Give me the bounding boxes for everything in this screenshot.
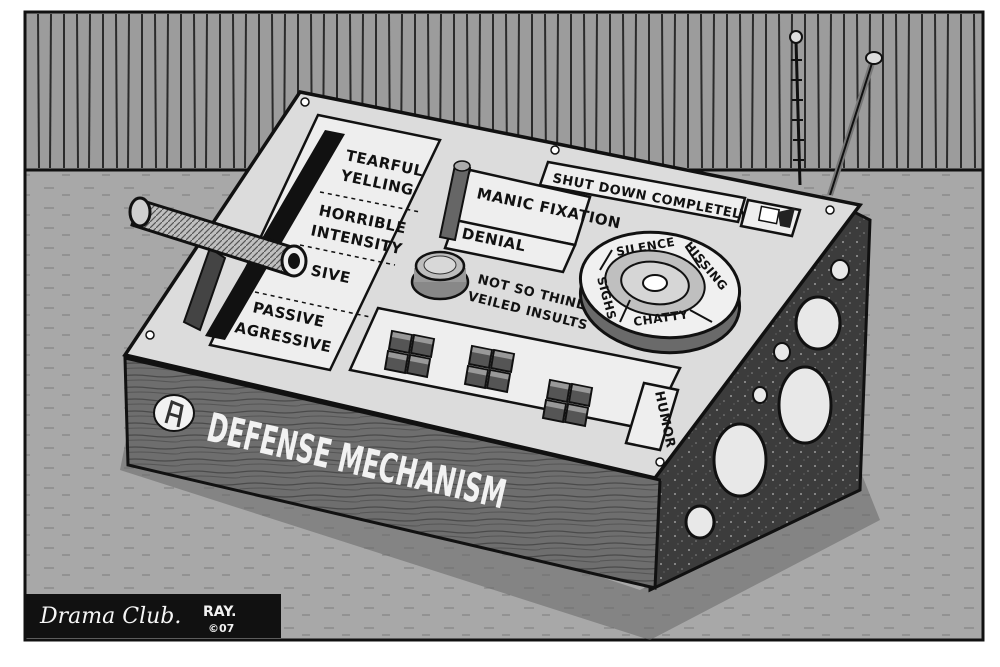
- fence-slat: [895, 13, 898, 169]
- fence-slat: [856, 13, 859, 169]
- lever-handle[interactable]: [128, 196, 308, 332]
- fence-slat: [154, 13, 157, 169]
- humor-panel: HUMOR: [624, 381, 680, 452]
- fence-slat: [244, 13, 247, 169]
- pad-button-top: [414, 336, 433, 345]
- fence-slat: [868, 13, 871, 169]
- pad-button-top: [388, 352, 407, 361]
- fence-slat: [37, 13, 40, 169]
- fence-backdrop: [23, 10, 985, 182]
- button-cluster: [383, 329, 436, 379]
- fence-slat: [88, 13, 91, 169]
- pad-button-top: [410, 356, 429, 365]
- lever-panel: [205, 113, 442, 372]
- fence-slat: [934, 13, 937, 169]
- pad-button-top: [572, 385, 591, 394]
- caption-box: Drama Club. RAY. ©07: [24, 594, 281, 638]
- pad-button-top: [494, 351, 513, 360]
- fence-slat: [595, 13, 598, 169]
- artist-year: ©07: [208, 622, 234, 635]
- caption-title: Drama Club.: [39, 604, 181, 629]
- brand-logo-icon: [153, 394, 195, 432]
- button-cluster: [463, 344, 516, 394]
- toggle-switch[interactable]: [438, 160, 472, 242]
- fence-slat: [712, 13, 715, 169]
- insults-knob[interactable]: [410, 250, 470, 301]
- fence-slat: [232, 13, 235, 169]
- pad-button-top: [472, 347, 491, 356]
- shutdown-switch[interactable]: [739, 198, 802, 238]
- fence-slat: [205, 13, 208, 169]
- fence-slat: [634, 13, 637, 169]
- fence-slat: [778, 13, 781, 169]
- fence-slat: [946, 13, 949, 169]
- fence-slat: [127, 13, 130, 169]
- pad-button-top: [490, 371, 509, 380]
- fence-slat: [907, 13, 910, 169]
- pad-button-top: [392, 332, 411, 341]
- fence-slat: [751, 13, 754, 169]
- fence-slat: [829, 13, 832, 169]
- fence-slat: [817, 13, 820, 169]
- fence-slat: [115, 13, 118, 169]
- artist-signature: RAY.: [203, 604, 236, 620]
- fence-slat: [700, 13, 703, 169]
- fence-slat: [49, 13, 52, 169]
- device-shadow: [120, 420, 880, 640]
- antennas: [789, 30, 883, 196]
- fence-slat: [622, 13, 625, 169]
- fence-slat: [166, 13, 169, 169]
- pad-button-top: [568, 405, 587, 414]
- pad-button-top: [546, 401, 565, 410]
- switch-panel: MANIC FIXATION DENIAL: [438, 160, 623, 274]
- fence-slat: [673, 13, 676, 169]
- mood-dial[interactable]: [574, 222, 747, 362]
- fence-slat: [193, 13, 196, 169]
- fence-slat: [76, 13, 79, 169]
- pad-button-top: [468, 367, 487, 376]
- fence-slat: [739, 13, 742, 169]
- fence-slat: [583, 13, 586, 169]
- button-cluster: [541, 378, 594, 428]
- pad-button-top: [550, 381, 569, 390]
- fence-slat: [973, 13, 976, 169]
- fence-slat: [661, 13, 664, 169]
